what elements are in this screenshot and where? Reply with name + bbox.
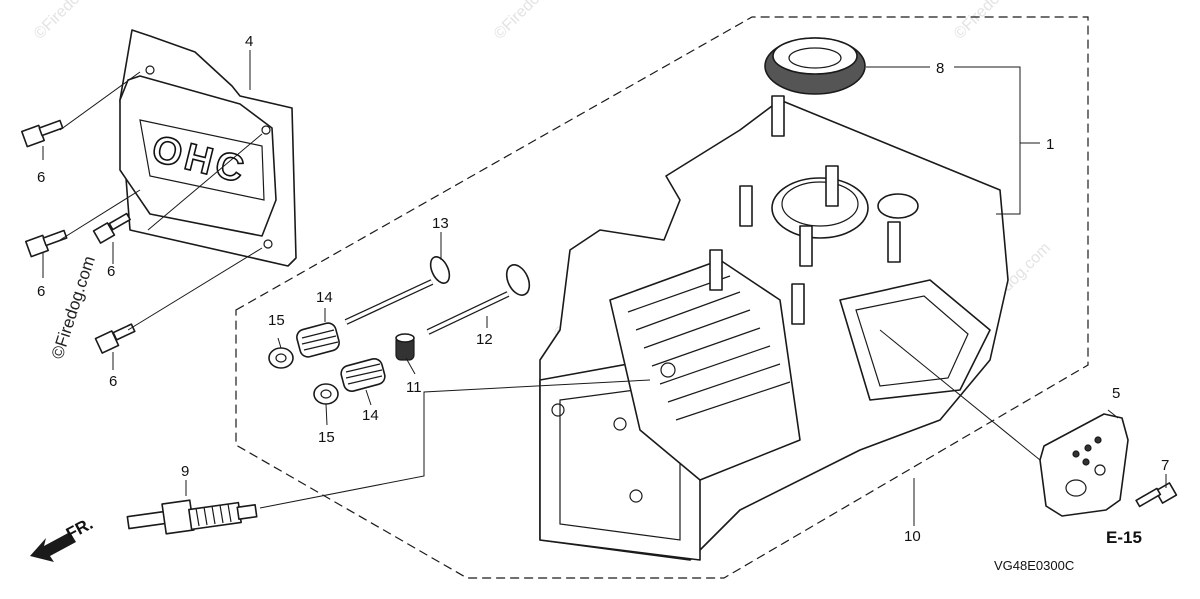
diagram-code: VG48E0300C: [994, 558, 1074, 573]
head-cover[interactable]: OHC: [119, 29, 297, 267]
callout-6: 6: [107, 263, 115, 280]
valve-12[interactable]: [426, 261, 534, 335]
assembly-outline: [235, 16, 1089, 579]
callout-10: 10: [904, 528, 921, 545]
oil-seal[interactable]: [764, 37, 866, 95]
watermark: ©Firedog.com: [491, 0, 574, 43]
reference-label: E-15: [1106, 528, 1142, 547]
gasket[interactable]: [1039, 413, 1129, 517]
callout-6: 6: [37, 169, 45, 186]
valve-stem-seal-11[interactable]: [395, 333, 415, 361]
callout-1: 1: [1046, 136, 1054, 153]
callout-8: 8: [936, 60, 944, 77]
bolt-6-a[interactable]: [21, 119, 64, 148]
cylinder-barrel[interactable]: [539, 95, 1009, 561]
watermark: ©Firedog.com: [31, 0, 114, 43]
callout-4: 4: [245, 33, 253, 50]
callout-15: 15: [268, 312, 285, 329]
callout-14: 14: [362, 407, 379, 424]
callout-6: 6: [109, 373, 117, 390]
spark-plug[interactable]: [126, 499, 258, 535]
callout-6: 6: [37, 283, 45, 300]
callout-15: 15: [318, 429, 335, 446]
front-arrow: FR.: [30, 514, 96, 562]
valve-spring-14-upper[interactable]: [295, 321, 341, 358]
bolt-7[interactable]: [1135, 482, 1178, 508]
bolt-6-c[interactable]: [92, 212, 131, 244]
leader-lines: [42, 50, 1167, 526]
retainer-15-upper[interactable]: [268, 347, 294, 369]
bolt-6-d[interactable]: [94, 323, 136, 354]
callout-5: 5: [1112, 385, 1120, 402]
retainer-15-lower[interactable]: [313, 383, 339, 405]
callout-9: 9: [181, 463, 189, 480]
watermark-vertical: ©Firedog.com: [48, 254, 99, 362]
callout-12: 12: [476, 331, 493, 348]
valve-spring-14-lower[interactable]: [339, 357, 386, 393]
bolt-6-b[interactable]: [25, 229, 68, 258]
callout-14: 14: [316, 289, 333, 306]
callout-labels: 4 6 6 6 6 8 1 13 12 11 14 14 15 15 9 5 7…: [37, 33, 1169, 545]
callout-13: 13: [432, 215, 449, 232]
valve-13[interactable]: [344, 254, 453, 325]
watermark: ©Firedog.com: [951, 0, 1034, 43]
callout-7: 7: [1161, 457, 1169, 474]
callout-11: 11: [406, 379, 422, 396]
